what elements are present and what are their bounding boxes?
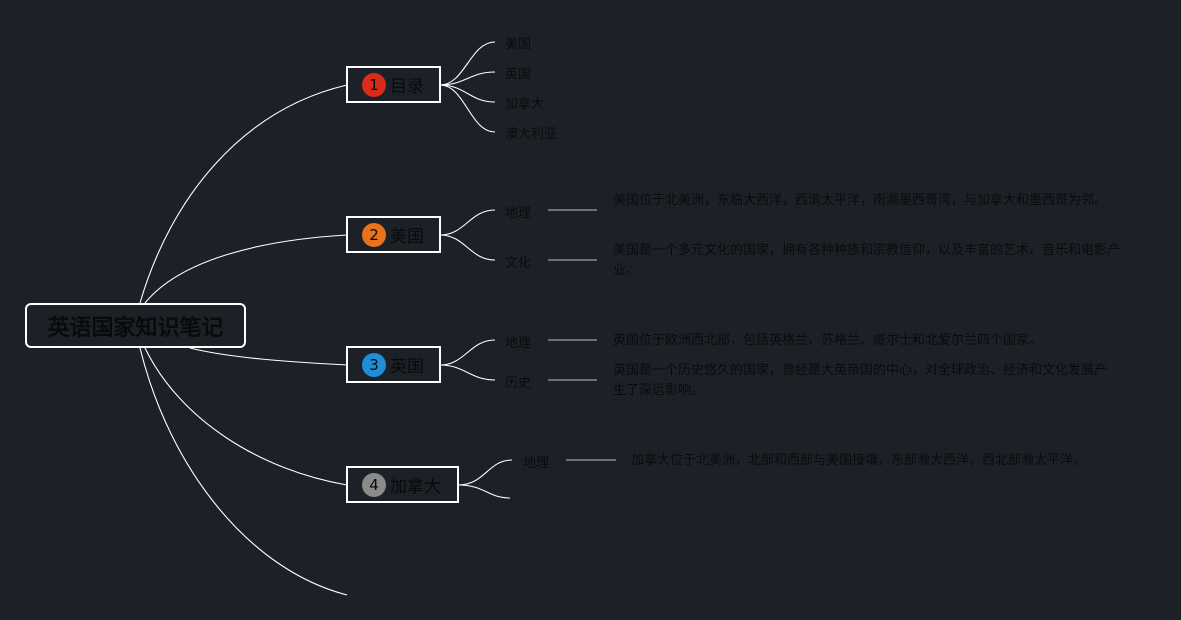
connector-toc-to-uk xyxy=(439,71,496,86)
canada-geography-topic[interactable]: 地理 xyxy=(523,456,550,471)
branch-canada-label: 加拿大 xyxy=(390,477,441,497)
toc-item-uk[interactable]: 英国 xyxy=(505,67,532,82)
branch-uk[interactable]: 3 英国 xyxy=(346,346,441,383)
usa-geography-note[interactable]: 美国位于北美洲，东临大西洋，西滨太平洋，南濒墨西哥湾，与加拿大和墨西哥为邻。 xyxy=(613,193,1108,208)
connector-toc-to-canada xyxy=(439,84,496,103)
connector-root-to-toc xyxy=(139,84,348,304)
branch-toc[interactable]: 1 目录 xyxy=(346,66,441,103)
toc-item-canada[interactable]: 加拿大 xyxy=(505,97,545,112)
connector-root-to-usa xyxy=(144,234,348,304)
connector-root-to-canada xyxy=(144,347,348,486)
canada-geography-note[interactable]: 加拿大位于北美洲，北部和西部与美国接壤，东部濒大西洋，西北部濒太平洋。 xyxy=(631,453,1087,468)
branch-canada[interactable]: 4 加拿大 xyxy=(346,466,459,503)
toc-item-usa[interactable]: 美国 xyxy=(505,37,532,52)
uk-geography-topic[interactable]: 地理 xyxy=(505,336,532,351)
connector-uk-to-history xyxy=(439,364,496,381)
priority-4-icon: 4 xyxy=(362,472,386,497)
root-topic-label: 英语国家知识笔记 xyxy=(47,315,224,341)
branch-toc-label: 目录 xyxy=(390,77,424,97)
connector-canada-to-empty xyxy=(457,484,511,499)
usa-geography-topic[interactable]: 地理 xyxy=(505,206,532,221)
uk-history-note[interactable]: 英国是一个历史悠久的国家，曾经是大英帝国的中心，对全球政治、经济和文化发展产生了… xyxy=(613,363,1108,398)
uk-history-topic[interactable]: 历史 xyxy=(505,376,532,391)
toc-item-australia[interactable]: 澳大利亚 xyxy=(505,127,558,142)
uk-geography-note[interactable]: 英国位于欧洲西北部，包括英格兰、苏格兰、威尔士和北爱尔兰四个国家。 xyxy=(613,333,1043,348)
branch-usa[interactable]: 2 美国 xyxy=(346,216,441,253)
root-topic[interactable]: 英语国家知识笔记 xyxy=(25,303,246,348)
connector-usa-to-geo xyxy=(439,209,496,236)
priority-1-icon: 1 xyxy=(362,72,386,97)
priority-3-icon: 3 xyxy=(362,352,386,377)
connector-toc-to-usa xyxy=(439,41,496,86)
connector-toc-to-australia xyxy=(439,84,496,133)
connector-uk-to-geo xyxy=(439,339,496,366)
priority-2-icon: 2 xyxy=(362,222,386,247)
usa-culture-topic[interactable]: 文化 xyxy=(505,256,532,271)
connector-canada-to-geo xyxy=(457,459,513,486)
connector-root-to-uk xyxy=(189,347,348,366)
usa-culture-note[interactable]: 美国是一个多元文化的国家，拥有各种种族和宗教信仰，以及丰富的艺术、音乐和电影产业… xyxy=(613,243,1121,278)
connector-root-to-empty xyxy=(139,347,348,596)
branch-usa-label: 美国 xyxy=(390,227,424,247)
branch-uk-label: 英国 xyxy=(390,357,424,377)
connector-usa-to-culture xyxy=(439,234,496,261)
